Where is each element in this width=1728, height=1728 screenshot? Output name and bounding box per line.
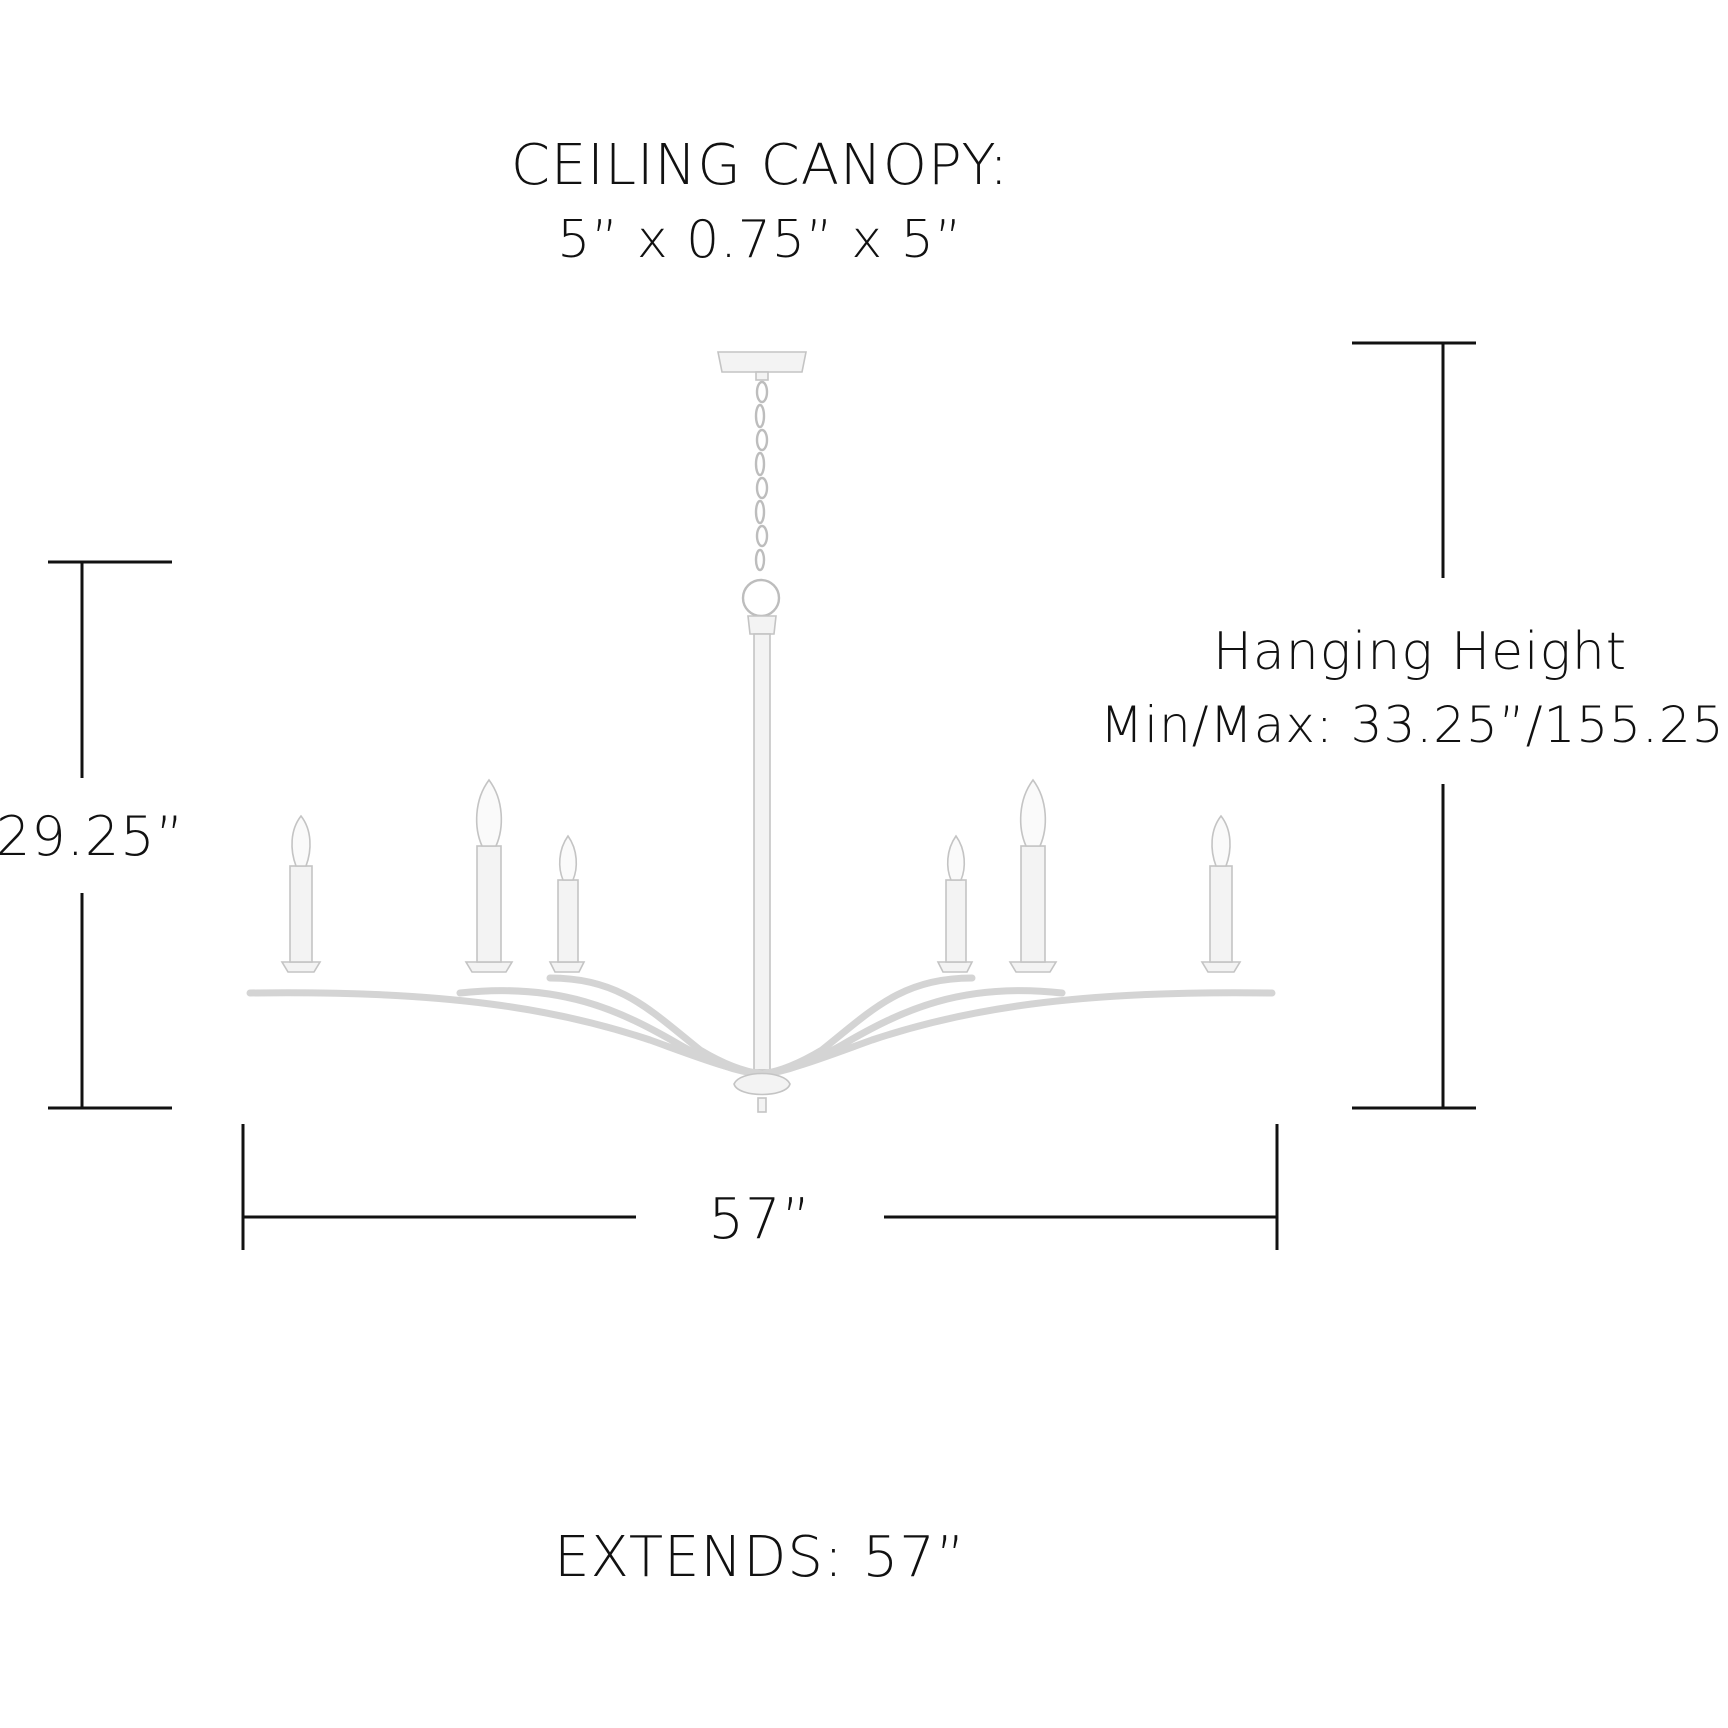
arms: [246, 974, 1276, 1078]
chandelier-illustration: [246, 351, 1276, 1113]
bottom-finial: [733, 1072, 791, 1096]
ceiling-canopy: [717, 351, 807, 373]
fixture-width-label: 57”: [708, 1187, 812, 1252]
ceiling-canopy-dimensions: 5” x 0.75” x 5”: [557, 210, 963, 270]
ceiling-canopy-title: CEILING CANOPY:: [510, 133, 1010, 198]
candle-1: [280, 814, 322, 973]
fixture-width-dimension-line: [241, 1124, 1279, 1250]
chain: [741, 380, 781, 618]
candle-6: [1200, 814, 1242, 973]
hanging-height-dimension-line: [1352, 341, 1476, 1110]
candle-5: [1008, 778, 1058, 973]
candle-3: [548, 834, 586, 973]
candle-2: [464, 778, 514, 973]
candle-4: [936, 834, 974, 973]
hanging-height-range: Min/Max: 33.25”/155.25”: [1100, 696, 1728, 754]
extends-label: EXTENDS: 57”: [554, 1525, 966, 1590]
fixture-height-dimension-line: [48, 560, 172, 1110]
hanging-height-title: Hanging Height: [1212, 622, 1628, 682]
fixture-height-label: 29.25”: [0, 805, 185, 868]
